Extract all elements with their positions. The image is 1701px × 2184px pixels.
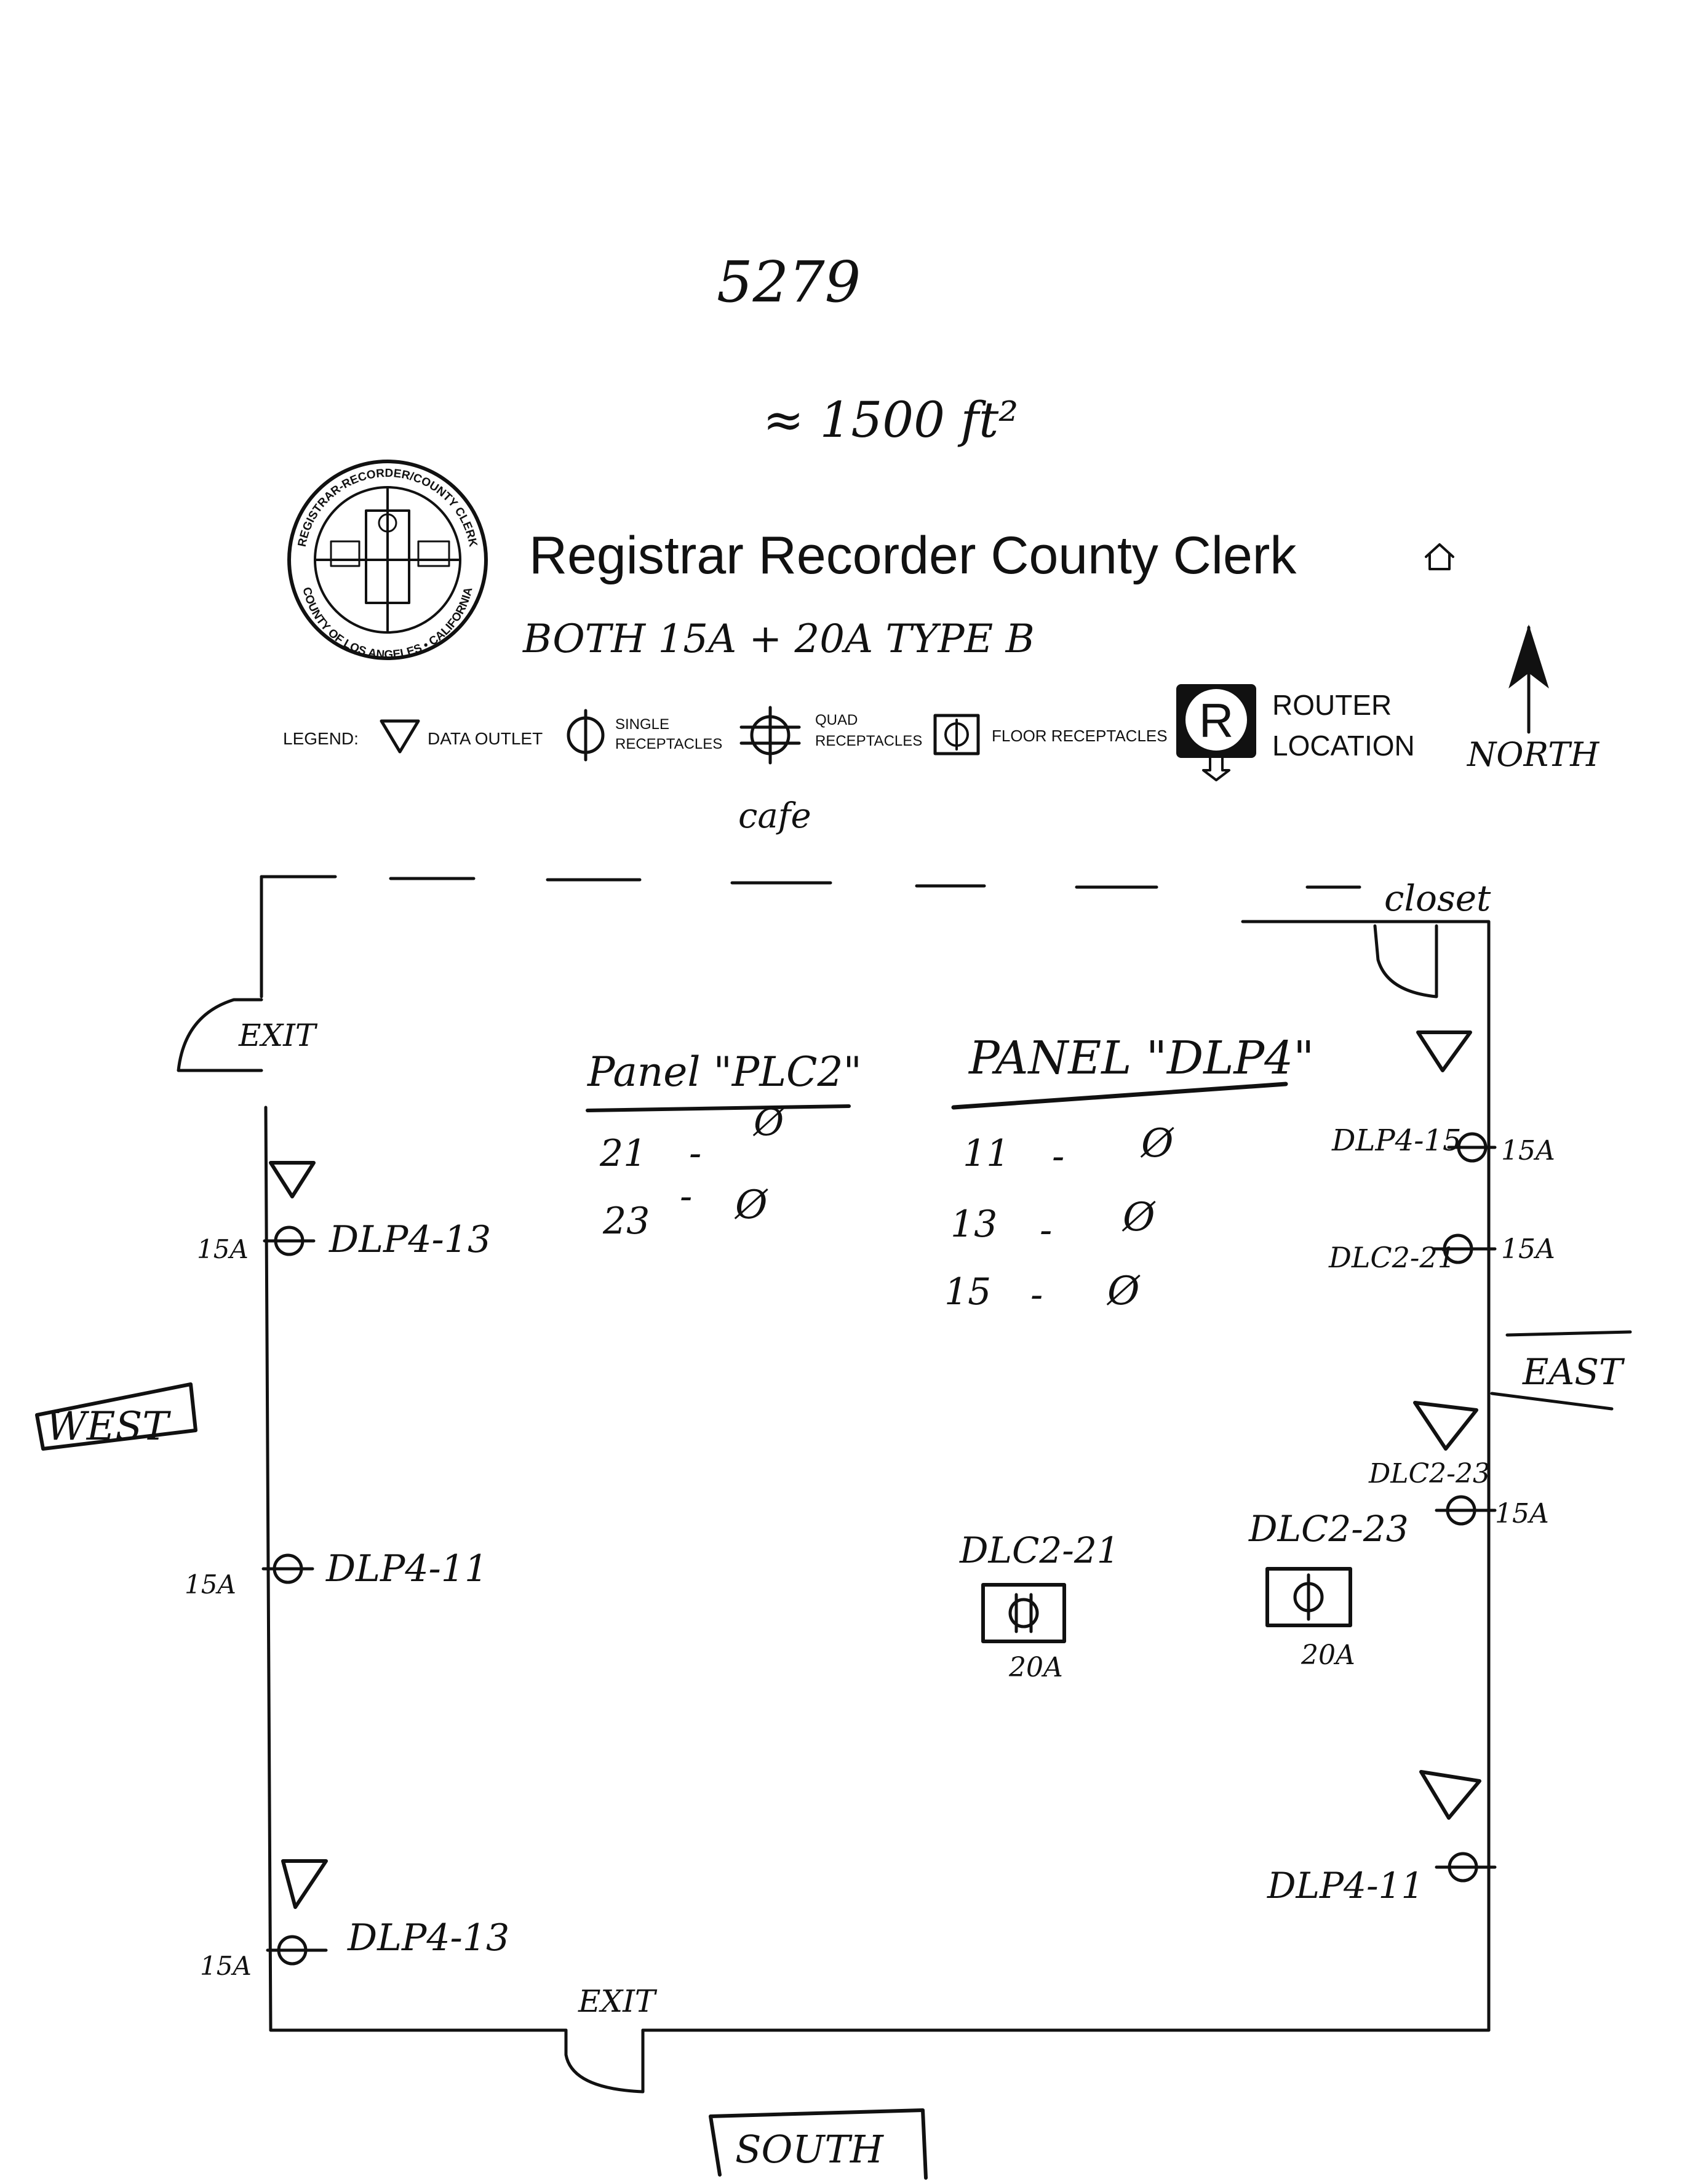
floor-receptacle-label: DLC2-21	[959, 1529, 1120, 1571]
panel-dlp4-circuit: 15	[944, 1270, 991, 1313]
org-title: Registrar Recorder County Clerk	[529, 526, 1297, 585]
south-label-box	[709, 2108, 928, 2180]
panel-plc2-circuit: 23	[602, 1200, 650, 1243]
router-symbol: R	[1199, 693, 1233, 747]
panel-plc2-dash: -	[680, 1175, 692, 1218]
data-outlet-icon	[1413, 1401, 1478, 1451]
receptacle-label: DLP4-13	[329, 1218, 491, 1261]
panel-dlp4-circuit: 11	[963, 1132, 1010, 1175]
panel-dlp4-circuit: 13	[950, 1203, 997, 1246]
receptacle-label: DLC2-23	[1368, 1458, 1490, 1489]
panel-plc2-mark: Ø	[734, 1182, 768, 1228]
data-outlet-icon	[1416, 1030, 1472, 1072]
panel-dlp4-mark: Ø	[1121, 1195, 1156, 1240]
floor-receptacle-label: DLC2-23	[1248, 1508, 1409, 1550]
legend-quad-line2: RECEPTACLES	[815, 733, 922, 749]
receptacle-label: DLP4-11	[1267, 1865, 1424, 1907]
receptacle-label: DLC2-21	[1328, 1241, 1456, 1274]
cafe-label: cafe	[738, 796, 811, 836]
panel-plc2-circuit: 21	[599, 1132, 647, 1175]
closet-door	[1373, 924, 1438, 998]
single-receptacle-icon	[1435, 1495, 1497, 1526]
single-receptacle-icon	[263, 1226, 316, 1256]
receptacle-amp: 15A	[197, 1234, 249, 1264]
single-receptacle-legend-icon	[567, 709, 605, 762]
west-exit-door	[177, 998, 263, 1072]
single-receptacle-icon	[261, 1553, 314, 1584]
receptacle-label: DLP4-11	[325, 1547, 488, 1590]
area-note: ≈ 1500 ft²	[763, 391, 1018, 448]
west-label-box	[35, 1382, 197, 1451]
panel-dlp4-underline	[951, 1082, 1288, 1110]
legend-quad-line1: QUAD	[815, 712, 858, 728]
router-legend-icon: R	[1176, 684, 1256, 781]
single-receptacle-icon	[1447, 1132, 1497, 1163]
receptacle-amp: 15A	[1495, 1498, 1549, 1529]
panel-dlp4-dash: -	[1052, 1135, 1064, 1178]
single-receptacle-icon	[1435, 1852, 1497, 1883]
panel-dlp4-mark: Ø	[1106, 1269, 1141, 1314]
panel-dlp4-row-13: 13 - Ø	[950, 1195, 1156, 1252]
single-receptacle-icon	[1432, 1233, 1497, 1264]
job-number: 5279	[717, 249, 861, 315]
north-label: NORTH	[1466, 735, 1599, 774]
panel-plc2-underline	[586, 1104, 851, 1112]
west-exit-label: EXIT	[238, 1018, 318, 1053]
panel-dlp4-dash: -	[1040, 1209, 1052, 1252]
floor-receptacle-icon	[981, 1583, 1066, 1643]
receptacle-amp: 15A	[200, 1951, 252, 1981]
legend-data-outlet: DATA OUTLET	[428, 729, 543, 748]
east-wall	[1241, 920, 1491, 2032]
panel-plc2-title: Panel "PLC2"	[587, 1048, 862, 1096]
closet-label: closet	[1384, 877, 1491, 919]
data-outlet-icon	[1419, 1770, 1481, 1820]
receptacle-amp: 15A	[1501, 1233, 1555, 1265]
panel-plc2-mark: Ø	[752, 1101, 785, 1144]
receptacle-amp: 15A	[185, 1569, 236, 1600]
data-outlet-icon	[269, 1161, 316, 1198]
legend-router-line2: LOCATION	[1272, 730, 1415, 762]
south-exit-label: EXIT	[578, 1983, 658, 2019]
panel-plc2-row-21: 21 - Ø	[599, 1101, 785, 1175]
receptacle-label: DLP4-13	[347, 1916, 509, 1959]
legend-label: LEGEND:	[283, 729, 359, 748]
panel-dlp4-row-11: 11 - Ø	[963, 1121, 1174, 1178]
legend-router-line1: ROUTER	[1272, 689, 1392, 721]
floor-receptacle-amp: 20A	[1301, 1640, 1355, 1671]
panel-dlp4-mark: Ø	[1140, 1121, 1174, 1166]
data-outlet-icon	[281, 1859, 328, 1909]
data-outlet-legend-icon	[380, 719, 420, 754]
south-label: SOUTH	[735, 2127, 885, 2172]
north-wall-dashed	[260, 875, 1361, 889]
east-label-lines	[1490, 1330, 1632, 1411]
legend-single-line1: SINGLE	[615, 716, 669, 733]
legend-floor: FLOOR RECEPTACLES	[992, 727, 1168, 745]
panel-dlp4-title: PANEL "DLP4"	[968, 1032, 1314, 1085]
type-note: BOTH 15A + 20A TYPE B	[522, 616, 1035, 662]
panel-plc2-dash: -	[689, 1132, 701, 1175]
panel-dlp4-dash: -	[1030, 1273, 1043, 1317]
receptacle-label: DLP4-15	[1331, 1123, 1462, 1158]
floor-receptacle-amp: 20A	[1008, 1652, 1063, 1683]
single-receptacle-icon	[266, 1935, 328, 1966]
floor-receptacle-icon	[1265, 1567, 1352, 1627]
floor-receptacle-legend-icon	[933, 714, 980, 755]
quad-receptacle-legend-icon	[739, 706, 801, 765]
panel-plc2-row-23: 23 - Ø	[602, 1175, 768, 1243]
panel-dlp4-row-15: 15 - Ø	[944, 1269, 1141, 1317]
county-seal: REGISTRAR-RECORDER/COUNTY CLERK COUNTY O…	[287, 460, 488, 661]
north-arrow-icon	[1508, 624, 1549, 734]
east-label: EAST	[1522, 1351, 1625, 1393]
legend-single-line2: RECEPTACLES	[615, 736, 722, 752]
west-label: WEST	[46, 1404, 171, 1449]
receptacle-amp: 15A	[1501, 1135, 1555, 1166]
home-icon	[1425, 543, 1454, 570]
south-exit-door	[564, 2028, 645, 2094]
